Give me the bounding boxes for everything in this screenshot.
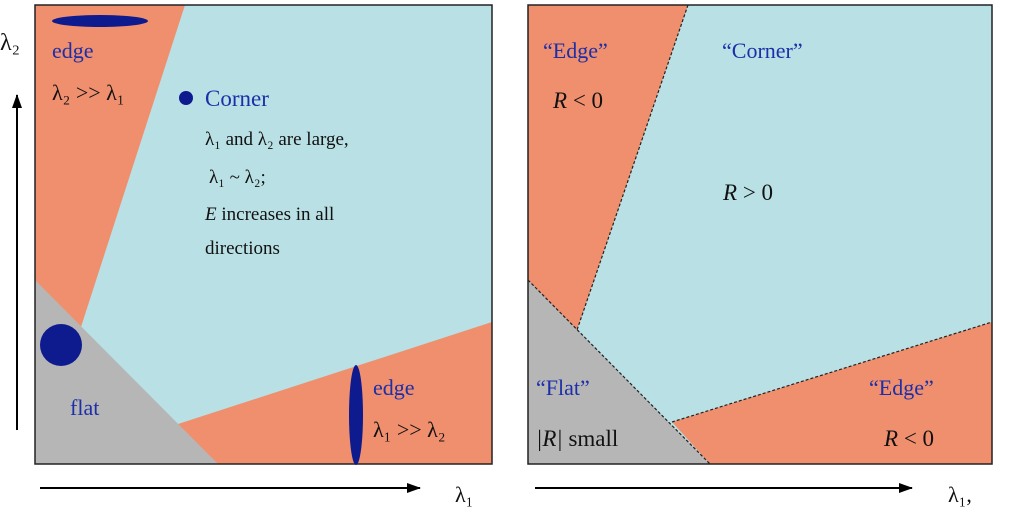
left-edge-bottom-condition: λ₁ >> λ₂ — [373, 417, 446, 442]
right-edge-bottom-title: “Edge” — [869, 375, 934, 400]
right-edge-boundary-top — [576, 4, 689, 331]
left-corner-line2: λ₁ ~ λ₂; — [209, 167, 266, 188]
right-edge-bottom-var: R — [883, 426, 898, 451]
left-y-axis-label: λ₂ — [0, 30, 20, 56]
left-flat-title: flat — [70, 395, 99, 420]
left-edge-top-title: edge — [52, 38, 94, 63]
left-corner-line3-rest: increases in all — [217, 204, 335, 225]
horizontal-ellipse-icon — [52, 15, 148, 27]
right-corner-var: R — [722, 180, 737, 205]
vertical-ellipse-icon — [349, 365, 363, 465]
right-flat-boundary — [527, 279, 711, 465]
left-panel: edge λ₂ >> λ₁ Corner λ₁ and λ₂ are large… — [34, 4, 493, 465]
right-flat-condition: |R| small — [536, 426, 618, 451]
right-x-axis-label: λ₁, — [948, 482, 972, 507]
right-edge-bottom-condition: R < 0 — [883, 426, 934, 451]
right-corner-title: “Corner” — [722, 38, 803, 63]
left-edge-bottom-title: edge — [373, 375, 415, 400]
flat-circle-icon — [40, 324, 82, 366]
right-edge-top-rest: < 0 — [567, 88, 603, 113]
right-corner-rest: > 0 — [737, 180, 773, 205]
right-edge-region-bottom — [672, 322, 992, 464]
left-panel-border — [34, 4, 493, 465]
left-x-axis-label: λ₁ — [455, 482, 473, 507]
left-edge-region-bottom — [175, 322, 492, 464]
right-flat-title: “Flat” — [536, 375, 590, 400]
right-flat-region — [528, 280, 710, 464]
right-edge-region-top — [528, 5, 688, 330]
right-panel-border — [527, 4, 993, 465]
left-edge-region-top — [35, 5, 185, 330]
right-corner-condition: R > 0 — [722, 180, 773, 205]
right-flat-rest: small — [563, 426, 619, 451]
right-edge-top-title: “Edge” — [543, 38, 608, 63]
left-edge-top-condition: λ₂ >> λ₁ — [52, 80, 125, 105]
left-axes: λ₂ λ₁ — [0, 30, 473, 507]
left-flat-region — [35, 280, 218, 464]
right-edge-top-condition: R < 0 — [552, 88, 603, 113]
right-panel: “Edge” R < 0 “Corner” R > 0 “Flat” |R| s… — [527, 4, 993, 465]
corner-dot-icon — [179, 91, 193, 105]
left-corner-line4: directions — [205, 238, 280, 259]
left-corner-line3: E increases in all — [204, 204, 334, 225]
right-edge-top-var: R — [552, 88, 567, 113]
left-corner-title: Corner — [205, 86, 269, 111]
right-flat-var: |R| — [536, 426, 563, 451]
left-corner-line3-var: E — [204, 204, 217, 225]
right-axes: λ₁, — [535, 482, 972, 507]
right-edge-boundary-bottom — [671, 321, 993, 423]
left-corner-line1: λ₁ and λ₂ are large, — [205, 129, 349, 150]
right-edge-bottom-rest: < 0 — [898, 426, 934, 451]
